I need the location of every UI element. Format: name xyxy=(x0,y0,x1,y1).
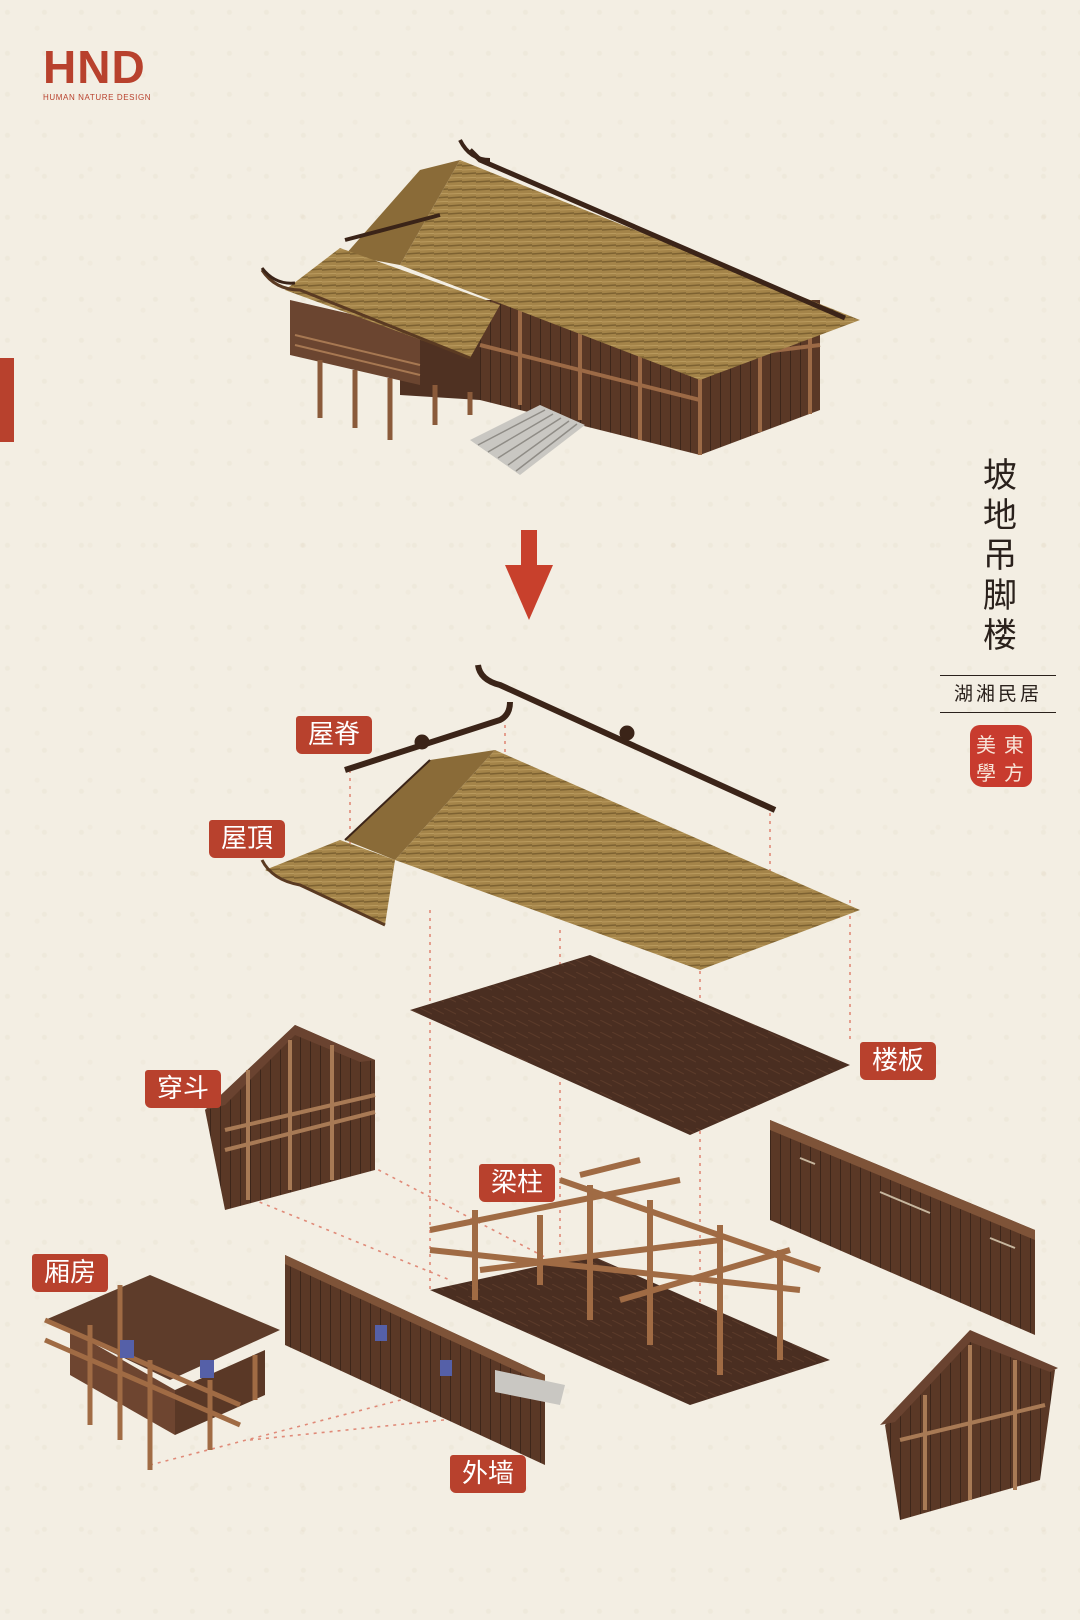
beam-column-frame xyxy=(429,1157,830,1405)
label-wall: 外墙 xyxy=(450,1455,527,1493)
label-wing: 厢房 xyxy=(32,1254,109,1292)
label-frame: 梁柱 xyxy=(479,1164,556,1202)
title-char: 吊 xyxy=(983,536,1017,576)
wing-house xyxy=(44,1275,280,1470)
outer-wall-panel xyxy=(285,1255,565,1465)
label-floor: 楼板 xyxy=(860,1042,937,1080)
seal-char: 東 xyxy=(1004,733,1024,757)
logo-mark: HND xyxy=(43,41,146,93)
title-char: 坡 xyxy=(983,456,1017,496)
hnd-logo: HND HUMAN NATURE DESIGN xyxy=(43,44,151,102)
subtitle: 湖湘民居 xyxy=(940,675,1056,713)
label-ridge: 屋脊 xyxy=(296,716,373,754)
accent-side-bar xyxy=(0,358,14,442)
right-gable-end xyxy=(880,1330,1058,1520)
vertical-title: 坡 地 吊 脚 楼 xyxy=(978,456,1022,656)
gable-frame xyxy=(205,1025,376,1210)
exploded-roof xyxy=(260,750,860,970)
logo-subtext: HUMAN NATURE DESIGN xyxy=(43,93,152,102)
assembled-house xyxy=(260,139,860,475)
title-char: 楼 xyxy=(983,616,1017,656)
title-char: 地 xyxy=(983,496,1017,536)
exploded-floor-plate xyxy=(410,955,850,1135)
label-gable: 穿斗 xyxy=(145,1070,222,1108)
seal-char: 方 xyxy=(1004,761,1024,785)
title-char: 脚 xyxy=(983,576,1017,616)
seal-char: 美 xyxy=(976,733,996,757)
rear-long-wall xyxy=(770,1120,1035,1335)
down-arrow-icon xyxy=(505,530,553,620)
seal-char: 學 xyxy=(976,761,996,785)
seal-stamp: 東 方 美 學 xyxy=(970,725,1032,787)
ridge-beams xyxy=(344,664,777,813)
label-roof: 屋頂 xyxy=(209,820,286,858)
